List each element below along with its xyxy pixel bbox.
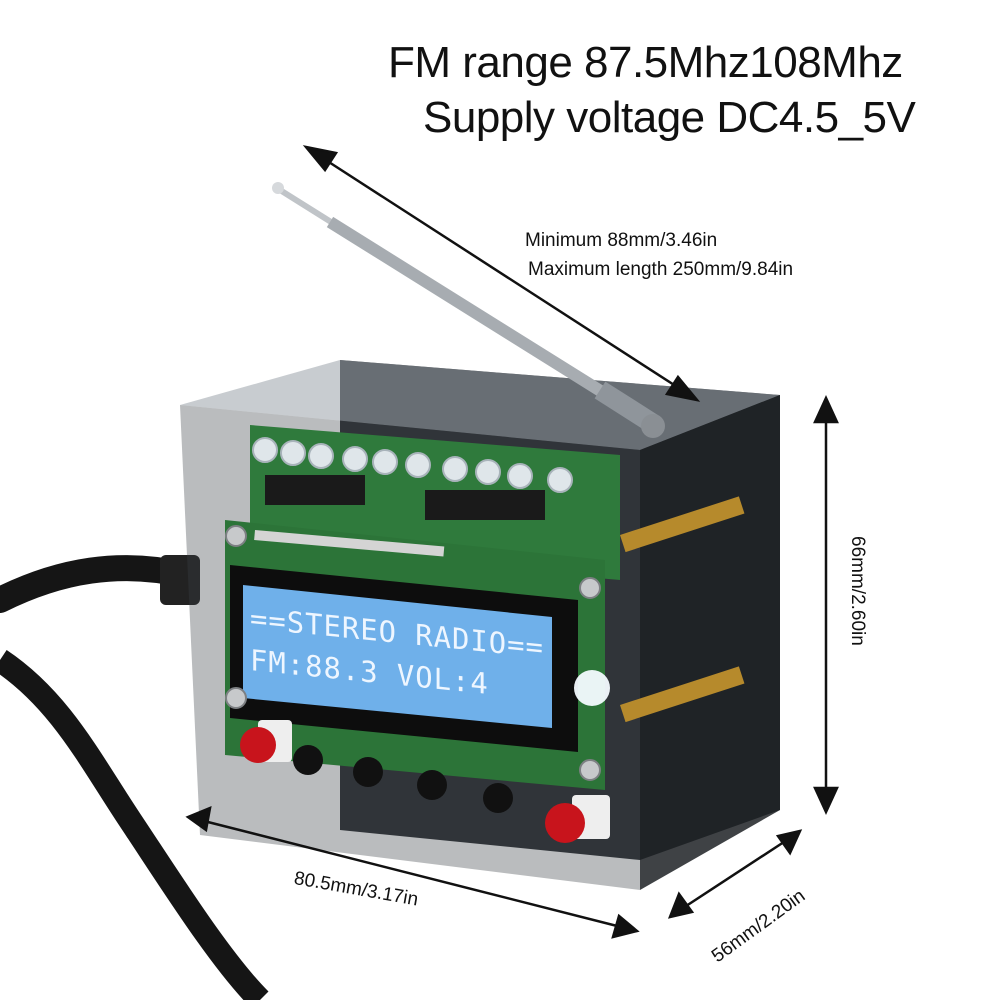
led-row: [252, 437, 573, 493]
case-top: [180, 360, 780, 450]
header-pins: [254, 530, 445, 557]
brass-standoff: [620, 496, 745, 553]
case-side: [640, 395, 780, 890]
power-cable-loop: [0, 650, 269, 1000]
height-label: 66mm/2.60in: [847, 536, 868, 646]
red-button-left: [240, 727, 276, 763]
screws: [225, 525, 601, 781]
ic-chip: [425, 490, 545, 520]
fm-range-title: FM range 87.5Mhz108Mhz: [388, 38, 903, 87]
ic-chip: [265, 475, 365, 505]
antenna-max-label: Maximum length 250mm/9.84in: [528, 259, 794, 280]
dimension-arrows: [185, 145, 839, 939]
supply-voltage-title: Supply voltage DC4.5_5V: [423, 93, 916, 142]
telescopic-antenna: [272, 182, 665, 438]
power-cable: [0, 555, 198, 613]
backlight-led-glow: [574, 670, 610, 706]
red-button-right: [545, 803, 585, 843]
antenna-min-label: Minimum 88mm/3.46in: [525, 230, 718, 251]
brass-standoff: [620, 666, 745, 723]
cable-plug: [160, 555, 200, 605]
lcd-screen: [243, 585, 552, 728]
black-knobs: [293, 745, 513, 813]
